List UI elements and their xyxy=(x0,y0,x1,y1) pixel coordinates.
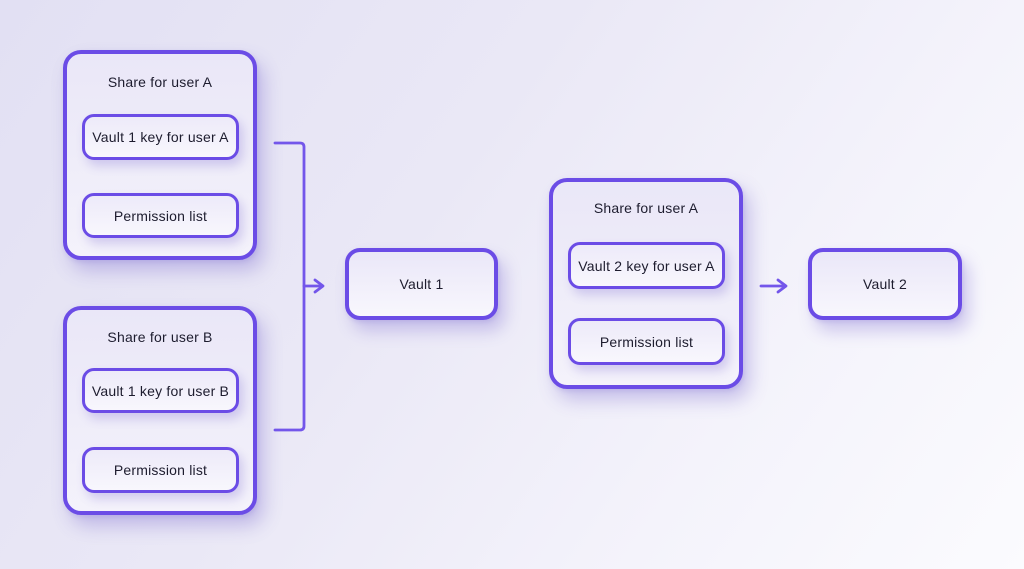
share-box-title: Share for user A xyxy=(107,74,213,90)
share-box-user-b-vault1: Share for user B Vault 1 key for user B … xyxy=(63,306,257,515)
permission-list-box: Permission list xyxy=(568,318,725,365)
share-box-user-a-vault1: Share for user A Vault 1 key for user A … xyxy=(63,50,257,260)
share-box-title: Share for user B xyxy=(107,329,213,345)
arrow-head-icon xyxy=(776,278,788,294)
merge-bracket-connector xyxy=(273,141,325,432)
share-box-title: Share for user A xyxy=(593,200,699,216)
arrow-right-icon xyxy=(759,278,788,294)
permission-list-box: Permission list xyxy=(82,193,239,238)
share-box-user-a-vault2: Share for user A Vault 2 key for user A … xyxy=(549,178,743,389)
arrow-head-icon xyxy=(313,278,325,294)
vault-key-box: Vault 1 key for user A xyxy=(82,114,239,160)
vault-key-box: Vault 1 key for user B xyxy=(82,368,239,413)
vault-node-1: Vault 1 xyxy=(345,248,498,320)
vault-node-2: Vault 2 xyxy=(808,248,962,320)
permission-list-box: Permission list xyxy=(82,447,239,493)
vault-key-box: Vault 2 key for user A xyxy=(568,242,725,289)
